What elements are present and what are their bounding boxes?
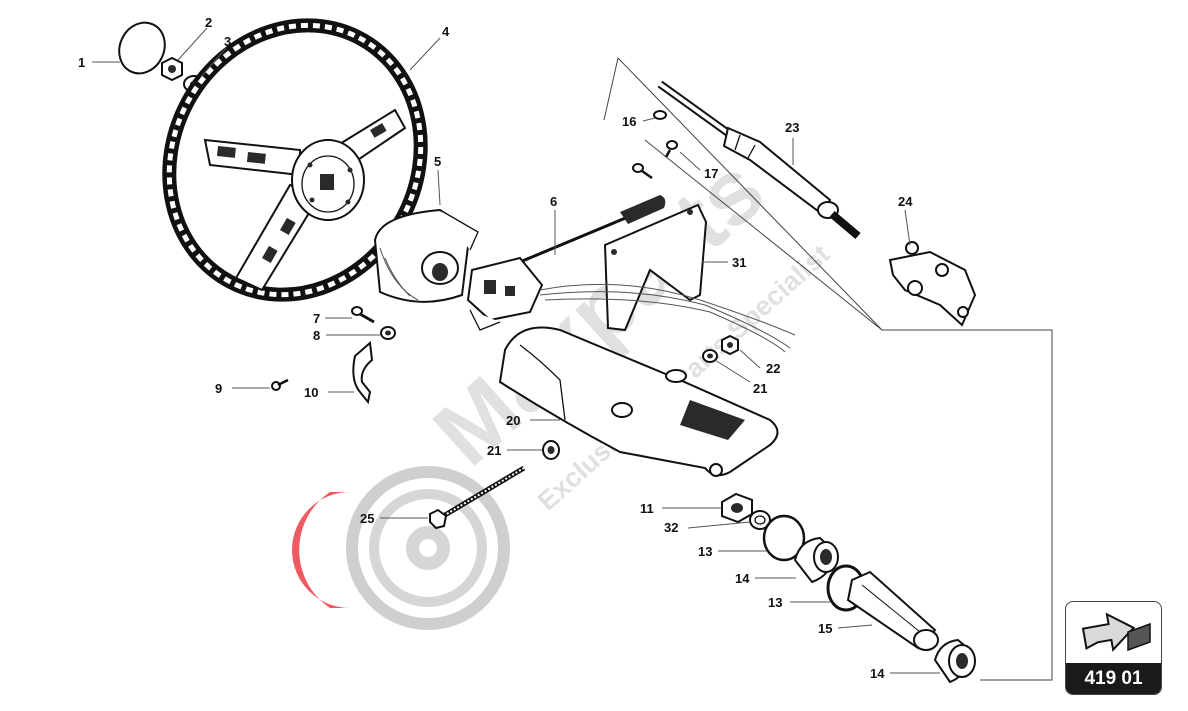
callout-1: 1 xyxy=(78,55,85,70)
part-21-washer-lower xyxy=(542,440,560,460)
part-9-screw xyxy=(271,378,289,391)
callout-8: 8 xyxy=(313,328,320,343)
leader-lines xyxy=(92,27,940,674)
callout-24: 24 xyxy=(898,194,913,209)
part-10-clamp xyxy=(352,341,374,405)
part-22-nut xyxy=(721,334,739,356)
callout-13-upper: 13 xyxy=(698,544,712,559)
part-6-indicator-stalk xyxy=(466,195,666,331)
part-14-bearing-lower xyxy=(933,638,976,684)
part-5-switch-shroud xyxy=(373,208,479,303)
callout-15: 15 xyxy=(818,621,832,636)
callout-7: 7 xyxy=(313,311,320,326)
part-21-washer-upper xyxy=(702,349,718,363)
part-23-steering-shaft xyxy=(657,80,861,240)
part-25-long-bolt xyxy=(429,465,526,530)
arrow-pointer-icon xyxy=(1081,612,1151,652)
part-14-bearing-upper xyxy=(793,536,839,584)
part-13-circlip-upper xyxy=(762,514,806,562)
part-8-washer xyxy=(380,326,396,340)
callout-6: 6 xyxy=(550,194,557,209)
part-11-nut xyxy=(721,492,753,524)
callout-21-upper: 21 xyxy=(753,381,767,396)
part-31-bracket xyxy=(603,203,708,332)
page-number: 419 01 xyxy=(1066,663,1161,694)
callout-32: 32 xyxy=(664,520,678,535)
callout-2: 2 xyxy=(205,15,212,30)
watermark-disc-logo xyxy=(292,466,510,630)
callout-23: 23 xyxy=(785,120,799,135)
callout-16: 16 xyxy=(622,114,636,129)
callout-31: 31 xyxy=(732,255,746,270)
callout-22: 22 xyxy=(766,361,780,376)
callout-13-lower: 13 xyxy=(768,595,782,610)
part-15-column-tube xyxy=(846,570,939,651)
part-16-key xyxy=(653,110,667,120)
callout-20: 20 xyxy=(506,413,520,428)
callout-21-lower: 21 xyxy=(487,443,501,458)
callout-14-upper: 14 xyxy=(735,571,750,586)
callout-labels: 1 2 3 4 5 6 7 8 9 10 16 17 20 21 21 22 2… xyxy=(78,15,913,681)
callout-25: 25 xyxy=(360,511,374,526)
page-reference-badge: 419 01 xyxy=(1065,601,1162,695)
callout-5: 5 xyxy=(434,154,441,169)
wiring-harness xyxy=(539,283,796,353)
part-20-column-housing xyxy=(498,326,779,477)
callout-3: 3 xyxy=(224,34,231,49)
part-17-screw xyxy=(664,140,678,158)
assembly-group-frame xyxy=(617,57,1053,681)
part-32-washer xyxy=(749,510,771,530)
part-24-universal-joint xyxy=(888,241,977,327)
part-2-nut xyxy=(161,56,183,82)
callout-9: 9 xyxy=(215,381,222,396)
callout-11: 11 xyxy=(640,501,654,516)
part-1-horn-ring xyxy=(118,21,166,75)
part-4-steering-wheel xyxy=(162,18,428,302)
callout-10: 10 xyxy=(304,385,318,400)
callout-4: 4 xyxy=(442,24,450,39)
callout-17: 17 xyxy=(704,166,718,181)
bracket-screw xyxy=(632,163,653,180)
callout-14-lower: 14 xyxy=(870,666,885,681)
part-7-screw xyxy=(351,306,375,324)
